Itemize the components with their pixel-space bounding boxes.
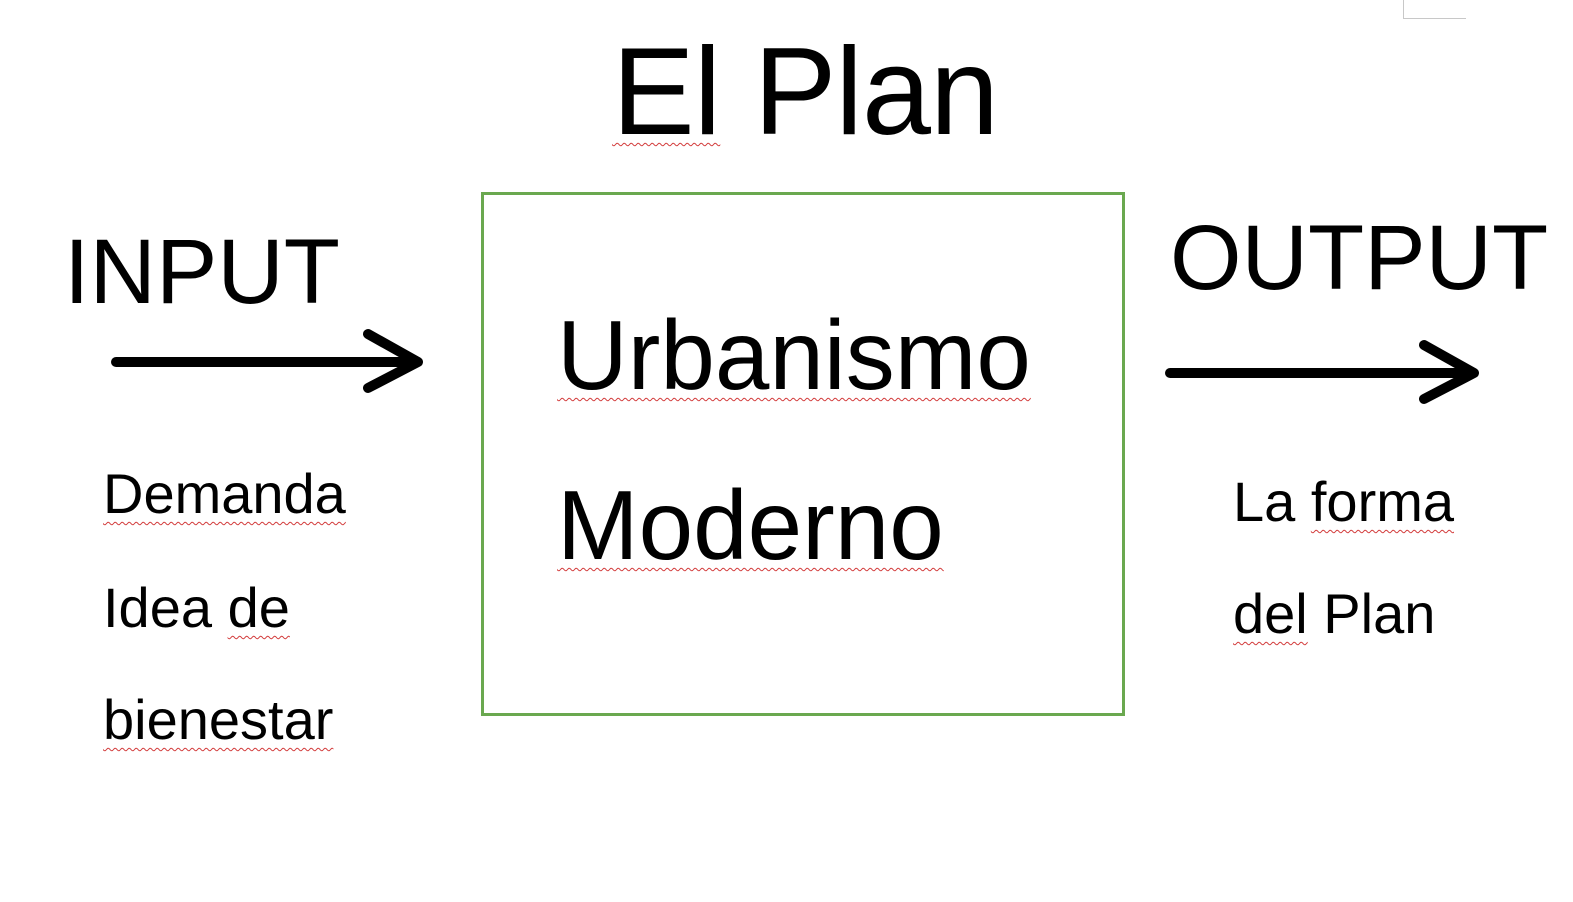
process-line-urbanismo: Urbanismo: [557, 300, 1031, 410]
output-item-plan-word-1: del: [1233, 582, 1308, 645]
input-label: INPUT: [64, 221, 340, 323]
output-item-forma-word-2: forma: [1310, 470, 1455, 533]
output-arrow-icon: [1165, 340, 1479, 404]
process-line-moderno: Moderno: [557, 470, 944, 580]
output-item-plan-word-2: Plan: [1323, 582, 1436, 645]
output-item-la-forma: La forma: [1233, 474, 1454, 530]
output-item-forma-word-1: La: [1233, 470, 1296, 533]
title-word-2: Plan: [753, 23, 999, 161]
input-item-bienestar: bienestar: [103, 688, 334, 751]
input-item-idea-word-2: de: [227, 576, 290, 639]
plan-box: [481, 192, 1125, 716]
output-label: OUTPUT: [1170, 207, 1549, 309]
input-item-demanda: Demanda: [103, 462, 346, 525]
input-item-idea-de: Idea de: [103, 580, 290, 636]
input-item-idea-word-1: Idea: [103, 576, 212, 639]
output-item-del-plan: del Plan: [1233, 586, 1435, 642]
input-arrow-icon: [111, 329, 423, 393]
title-word-1: El: [612, 23, 721, 161]
diagram-title: El Plan: [612, 30, 999, 154]
page-corner-mark: [1403, 0, 1466, 19]
